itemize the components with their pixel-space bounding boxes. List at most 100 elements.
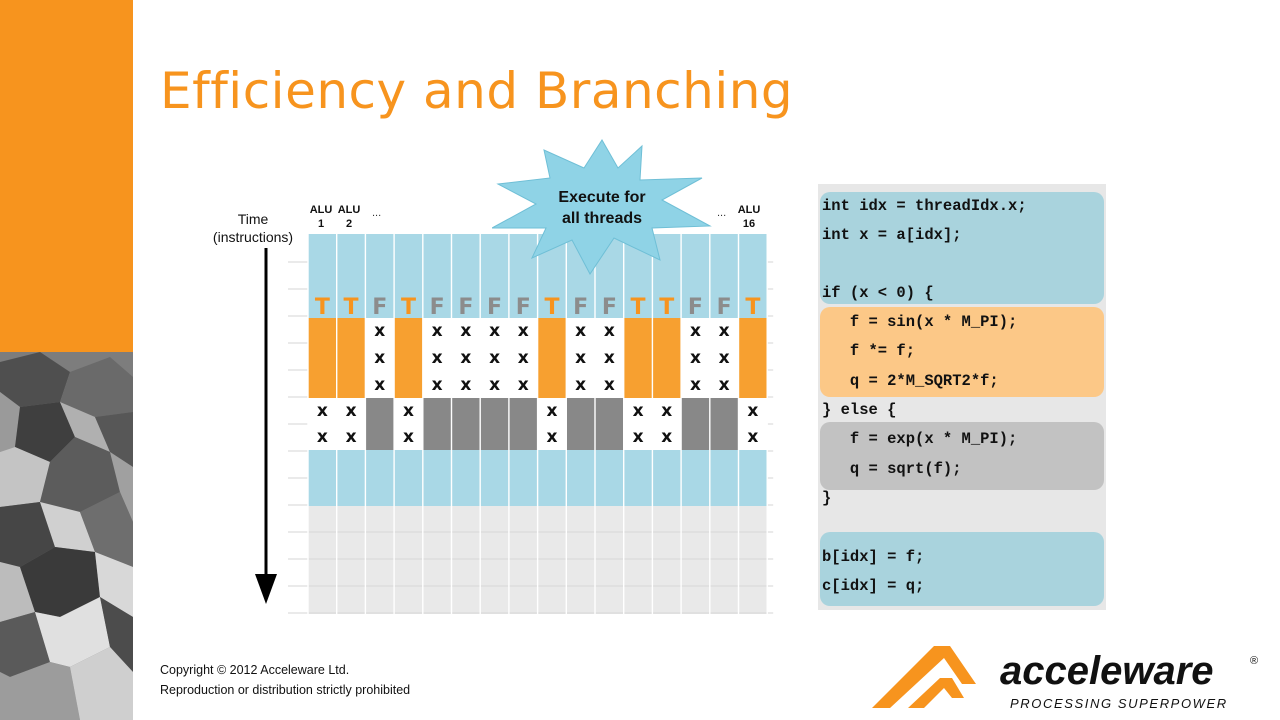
masked-lane-x: x xyxy=(374,348,385,368)
code-block-else-branch xyxy=(820,422,1104,490)
masked-lane-x: x xyxy=(346,401,357,421)
branch-marker: F xyxy=(573,295,588,320)
time-label-line1: Time xyxy=(237,211,269,227)
code-line: f = exp(x * M_PI); xyxy=(822,430,1018,448)
idle-cell xyxy=(451,318,481,398)
masked-lane-x: x xyxy=(432,375,443,395)
idle-cell xyxy=(422,318,452,398)
slide-title: Efficiency and Branching xyxy=(160,62,794,120)
masked-lane-x: x xyxy=(633,427,644,447)
else-branch-cell xyxy=(422,398,452,450)
masked-lane-x: x xyxy=(661,401,672,421)
idle-cell xyxy=(336,398,366,450)
masked-lane-x: x xyxy=(719,375,730,395)
alu-header-16: ALU 16 xyxy=(729,203,769,231)
masked-lane-x: x xyxy=(575,348,586,368)
starburst-shape xyxy=(492,139,712,275)
else-branch-cell xyxy=(681,398,710,450)
idle-cell xyxy=(308,398,337,450)
code-line: f = sin(x * M_PI); xyxy=(822,313,1018,331)
masked-lane-x: x xyxy=(489,348,500,368)
masked-lane-x: x xyxy=(690,321,701,341)
masked-lane-x: x xyxy=(460,348,471,368)
masked-lane-x: x xyxy=(317,401,328,421)
alu-execution-grid: TxxTxxFxxxTxxFxxxFxxxFxxxFxxxTxxFxxxFxxx… xyxy=(288,234,774,614)
branch-marker: T xyxy=(659,295,674,320)
masked-lane-x: x xyxy=(403,427,414,447)
branch-marker: F xyxy=(602,295,617,320)
alu-header-2: ALU 2 xyxy=(329,203,369,231)
code-line: q = sqrt(f); xyxy=(822,460,962,478)
code-line: } else { xyxy=(822,401,897,419)
branch-marker: T xyxy=(631,295,646,320)
idle-cell xyxy=(595,318,624,398)
if-branch-cell xyxy=(394,318,423,398)
idle-cell xyxy=(566,318,595,398)
code-line: int idx = threadIdx.x; xyxy=(822,197,1027,215)
copyright-line1: Copyright © 2012 Acceleware Ltd. xyxy=(160,663,350,677)
masked-lane-x: x xyxy=(346,427,357,447)
masked-lane-x: x xyxy=(546,427,557,447)
code-block-common-top xyxy=(820,192,1104,304)
time-label-line2: (instructions) xyxy=(212,229,294,245)
code-line: c[idx] = q; xyxy=(822,577,925,595)
idle-cell xyxy=(681,318,710,398)
idle-cell xyxy=(709,318,739,398)
copyright-notice: Copyright © 2012 Acceleware Ltd. Reprodu… xyxy=(160,660,410,700)
idle-cell xyxy=(738,398,768,450)
callout-line1: Execute for xyxy=(558,189,645,206)
code-line: } xyxy=(822,489,832,507)
else-branch-cell xyxy=(451,398,481,450)
copyright-line2: Reproduction or distribution strictly pr… xyxy=(160,683,411,697)
left-accent-bar xyxy=(0,0,133,352)
branch-marker: F xyxy=(516,295,531,320)
code-line: b[idx] = f; xyxy=(822,548,925,566)
time-axis-label: Time (instructions) xyxy=(196,210,310,246)
alu-header-2-line2: 2 xyxy=(345,218,353,230)
else-branch-cell xyxy=(595,398,624,450)
idle-cell xyxy=(480,318,509,398)
masked-lane-x: x xyxy=(317,427,328,447)
alu-ellipsis-right: ... xyxy=(717,207,727,219)
branch-marker: T xyxy=(544,295,559,320)
time-arrow-icon xyxy=(255,248,277,604)
branch-marker: F xyxy=(430,295,445,320)
alu-header-1: ALU 1 xyxy=(301,203,341,231)
code-block-if-branch xyxy=(820,307,1104,397)
logo-wordmark: acceleware xyxy=(1000,649,1214,693)
masked-lane-x: x xyxy=(518,348,529,368)
idle-cell xyxy=(365,318,395,398)
if-branch-cell xyxy=(652,318,682,398)
masked-lane-x: x xyxy=(518,321,529,341)
branch-marker: T xyxy=(401,295,416,320)
masked-lane-x: x xyxy=(747,401,758,421)
masked-lane-x: x xyxy=(575,375,586,395)
alu-header-16-line1: ALU xyxy=(737,204,761,216)
acceleware-logo: acceleware ® PROCESSING SUPERPOWER xyxy=(872,646,1258,711)
masked-lane-x: x xyxy=(460,321,471,341)
else-branch-cell xyxy=(365,398,395,450)
masked-lane-x: x xyxy=(719,321,730,341)
if-branch-cell xyxy=(336,318,366,398)
idle-cell xyxy=(623,398,653,450)
masked-lane-x: x xyxy=(604,348,615,368)
code-line: q = 2*M_SQRT2*f; xyxy=(822,372,999,390)
code-line: f *= f; xyxy=(822,342,916,360)
masked-lane-x: x xyxy=(661,427,672,447)
else-branch-cell xyxy=(508,398,538,450)
branch-marker: F xyxy=(717,295,732,320)
code-block-common-bottom xyxy=(820,532,1104,606)
idle-cell xyxy=(537,398,567,450)
if-branch-cell xyxy=(537,318,567,398)
branch-marker: T xyxy=(315,295,330,320)
code-line: int x = a[idx]; xyxy=(822,226,962,244)
branch-marker: F xyxy=(688,295,703,320)
masked-lane-x: x xyxy=(604,321,615,341)
branch-marker: F xyxy=(487,295,502,320)
idle-cell xyxy=(394,398,423,450)
masked-lane-x: x xyxy=(690,375,701,395)
masked-lane-x: x xyxy=(460,375,471,395)
alu-ellipsis-left: ... xyxy=(372,207,382,219)
masked-lane-x: x xyxy=(403,401,414,421)
masked-lane-x: x xyxy=(633,401,644,421)
